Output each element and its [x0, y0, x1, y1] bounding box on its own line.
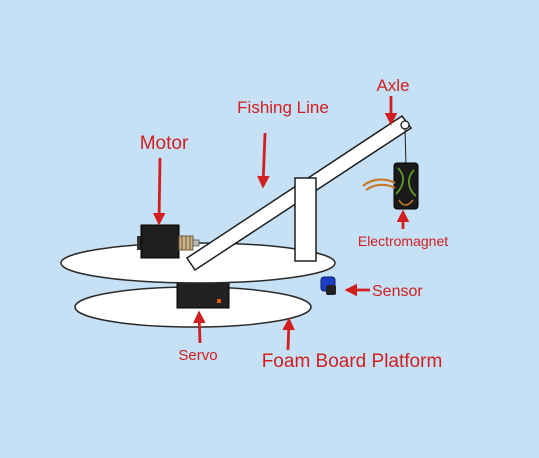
servo-indicator	[217, 299, 221, 303]
platform-arrow	[282, 317, 295, 351]
label-servo: Servo	[178, 347, 217, 364]
sensor-component	[320, 276, 336, 295]
label-motor: Motor	[140, 133, 189, 154]
label-foam-board-platform: Foam Board Platform	[262, 351, 443, 372]
support-post	[294, 177, 317, 262]
label-axle: Axle	[376, 76, 409, 95]
motor-component	[137, 224, 200, 259]
fishing-line-arrow	[257, 132, 270, 189]
electromagnet-component	[362, 162, 419, 210]
label-sensor: Sensor	[372, 283, 423, 300]
servo-body	[176, 279, 230, 309]
motor-arrow	[152, 157, 166, 226]
label-electromagnet: Electromagnet	[358, 233, 448, 249]
fishing-line-string	[404, 127, 407, 167]
servo-arrow	[193, 310, 206, 344]
axle-hole	[400, 120, 410, 130]
label-fishing-line: Fishing Line	[237, 98, 329, 117]
